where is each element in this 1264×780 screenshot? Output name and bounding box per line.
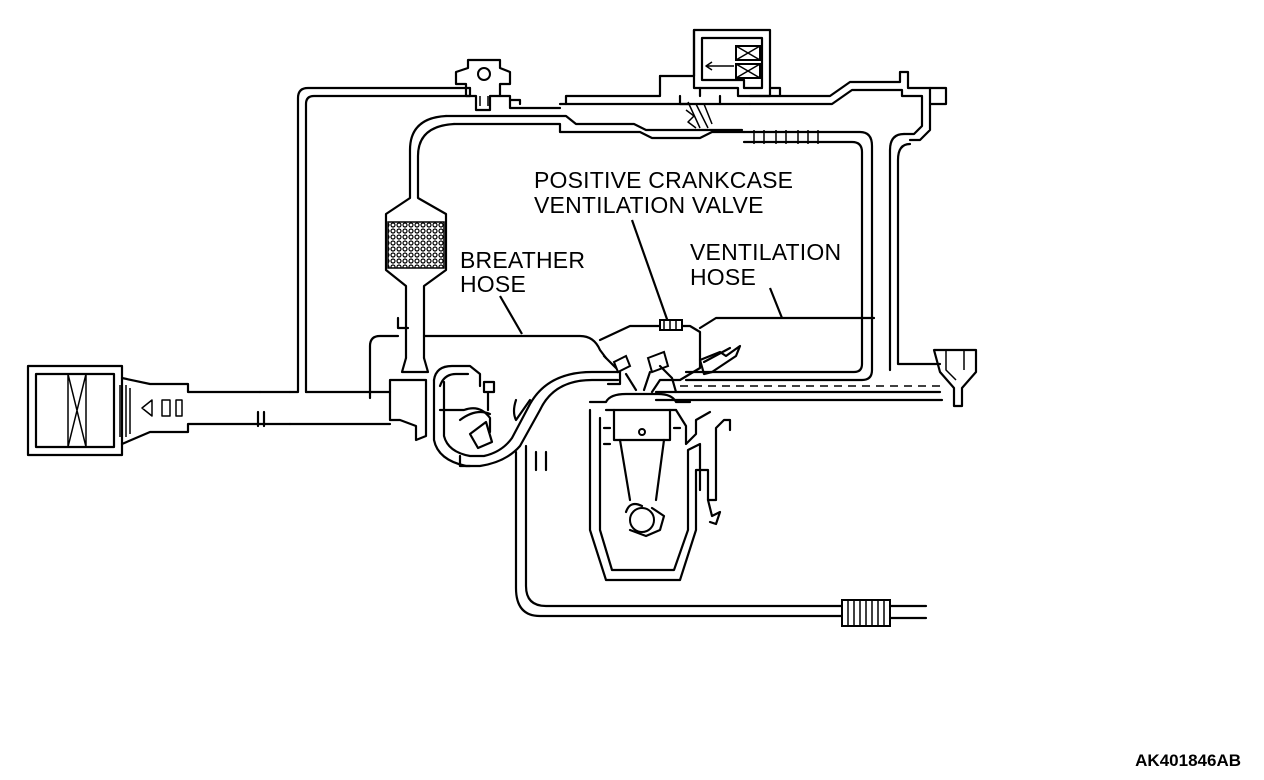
label-leaders [499, 219, 784, 335]
top-left-valve [454, 58, 562, 112]
air-cleaner [26, 364, 262, 457]
pcv-valve-leader [630, 219, 670, 323]
ventilation-hose-label-line1: VENTILATION [690, 239, 841, 265]
breather-hose-pipe [368, 316, 608, 400]
breather-hose-label: BREATHER HOSE [460, 247, 592, 297]
pcv-valve-label-line2: VENTILATION VALVE [534, 192, 764, 218]
exhaust-pipe [514, 444, 928, 627]
engine-block [588, 324, 742, 582]
breather-hose-label-line2: HOSE [460, 271, 526, 297]
breather-hose-leader [499, 295, 523, 335]
canister-line [384, 114, 874, 382]
throttle-linkage [685, 101, 713, 129]
ventilation-hose-label-line2: HOSE [690, 264, 756, 290]
pcv-valve-marker [659, 319, 683, 331]
intake-air-pipe [256, 86, 472, 428]
right-side-valve [932, 348, 978, 408]
breather-hose-label-line1: BREATHER [460, 247, 585, 273]
figure-code: AK401846AB [1135, 751, 1241, 770]
pcv-valve-label-line1: POSITIVE CRANKCASE [534, 167, 793, 193]
top-main-pipe [558, 70, 948, 142]
purge-solenoid [564, 28, 782, 106]
ventilation-hose-leader [768, 287, 784, 319]
intake-plenum [388, 356, 622, 468]
ventilation-hose-label: VENTILATION HOSE [690, 239, 848, 290]
ventilation-hose-pipe [654, 132, 944, 402]
pcv-valve-label: POSITIVE CRANKCASE VENTILATION VALVE [534, 167, 800, 218]
